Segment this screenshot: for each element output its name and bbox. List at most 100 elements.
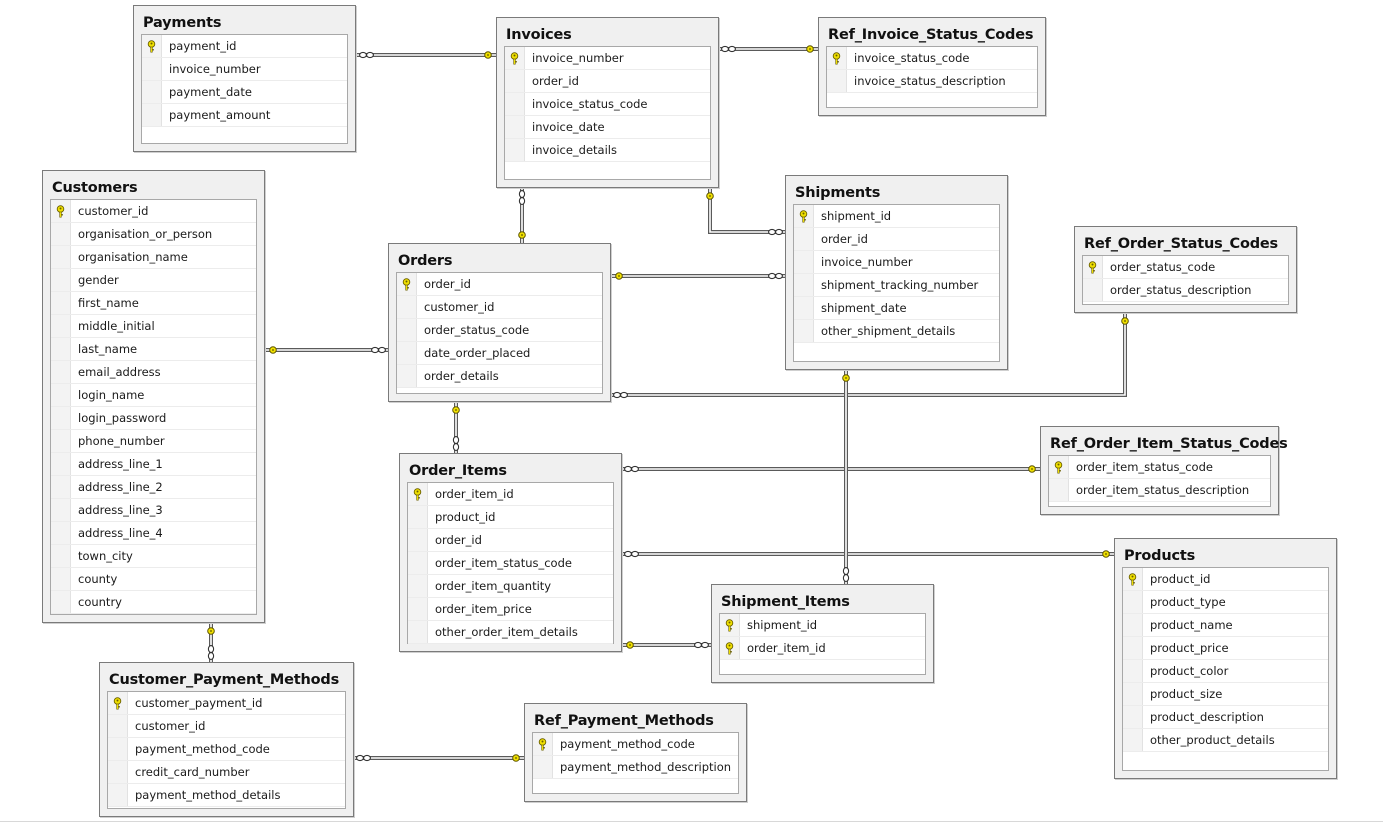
relationship-line[interactable] [622,641,711,649]
column-row[interactable]: order_id [397,273,602,296]
column-row[interactable]: first_name [51,292,256,315]
column-row[interactable]: county [51,568,256,591]
column-row[interactable]: invoice_number [142,58,347,81]
column-row[interactable]: email_address [51,361,256,384]
relationship-line[interactable] [611,272,785,280]
column-row[interactable]: product_id [1123,568,1328,591]
column-row[interactable]: order_status_description [1083,279,1288,302]
relationship-line[interactable] [622,550,1114,558]
column-row[interactable]: customer_id [108,715,345,738]
relationship-line[interactable] [842,370,850,584]
many-end-icon [518,190,526,205]
column-row[interactable]: gender [51,269,256,292]
relationship-line[interactable] [719,45,818,53]
relationship-line[interactable] [265,346,388,354]
column-row[interactable]: order_id [794,228,999,251]
row-selector [142,35,162,57]
table-title: Invoices [506,27,572,43]
column-row[interactable]: organisation_name [51,246,256,269]
column-row[interactable]: invoice_status_code [827,47,1037,70]
relationship-line[interactable] [706,188,785,236]
column-row[interactable]: order_item_status_code [1049,456,1270,479]
column-row[interactable]: order_item_quantity [408,575,613,598]
column-row[interactable]: shipment_id [720,614,925,637]
column-row[interactable]: product_price [1123,637,1328,660]
column-row[interactable]: login_password [51,407,256,430]
column-row[interactable]: product_description [1123,706,1328,729]
column-row[interactable]: payment_amount [142,104,347,127]
column-row[interactable]: order_item_status_description [1049,479,1270,502]
column-row[interactable]: order_item_status_code [408,552,613,575]
column-row[interactable]: customer_payment_id [108,692,345,715]
column-row[interactable]: order_status_code [397,319,602,342]
column-row[interactable]: order_item_id [408,483,613,506]
column-row[interactable]: order_item_price [408,598,613,621]
column-row[interactable]: login_name [51,384,256,407]
column-row[interactable]: product_name [1123,614,1328,637]
column-row[interactable]: address_line_4 [51,522,256,545]
column-row[interactable]: date_order_placed [397,342,602,365]
relationship-line[interactable] [354,754,524,762]
column-row[interactable]: credit_card_number [108,761,345,784]
column-row[interactable]: product_size [1123,683,1328,706]
column-row[interactable]: country [51,591,256,614]
column-row[interactable]: other_order_item_details [408,621,613,644]
column-row[interactable]: address_line_3 [51,499,256,522]
column-row[interactable]: payment_method_code [108,738,345,761]
column-row[interactable]: payment_method_details [108,784,345,807]
column-row[interactable]: product_color [1123,660,1328,683]
column-row[interactable]: customer_id [397,296,602,319]
column-row[interactable]: organisation_or_person [51,223,256,246]
table-title: Orders [398,253,453,269]
column-row[interactable]: invoice_status_description [827,70,1037,93]
column-row[interactable]: invoice_number [794,251,999,274]
relationship-line[interactable] [622,465,1040,473]
column-row[interactable]: shipment_tracking_number [794,274,999,297]
column-row[interactable]: product_id [408,506,613,529]
column-row[interactable]: order_id [408,529,613,552]
column-row[interactable]: payment_method_description [533,756,738,779]
column-row[interactable]: payment_method_code [533,733,738,756]
relationship-line[interactable] [357,51,496,59]
column-row[interactable]: product_type [1123,591,1328,614]
column-row[interactable]: customer_id [51,200,256,223]
relationship-line[interactable] [518,188,526,243]
column-row[interactable]: payment_id [142,35,347,58]
column-row[interactable]: address_line_1 [51,453,256,476]
column-row[interactable]: order_details [397,365,602,388]
column-row[interactable]: shipment_id [794,205,999,228]
column-row[interactable]: payment_date [142,81,347,104]
column-row[interactable]: invoice_details [505,139,710,162]
column-row[interactable]: invoice_status_code [505,93,710,116]
column-row[interactable]: order_status_code [1083,256,1288,279]
column-row[interactable]: order_item_id [720,637,925,660]
relationship-line[interactable] [207,623,215,662]
relationship-line[interactable] [452,402,460,453]
column-row[interactable]: shipment_date [794,297,999,320]
row-selector [108,692,128,714]
primary-key-icon [1088,260,1097,273]
column-row[interactable]: invoice_number [505,47,710,70]
column-row[interactable]: other_shipment_details [794,320,999,343]
column-row[interactable]: town_city [51,545,256,568]
column-row[interactable]: order_id [505,70,710,93]
column-row[interactable]: address_line_2 [51,476,256,499]
column-row[interactable]: last_name [51,338,256,361]
column-row[interactable]: middle_initial [51,315,256,338]
column-row[interactable]: invoice_date [505,116,710,139]
column-row[interactable]: other_product_details [1123,729,1328,752]
column-row[interactable]: phone_number [51,430,256,453]
